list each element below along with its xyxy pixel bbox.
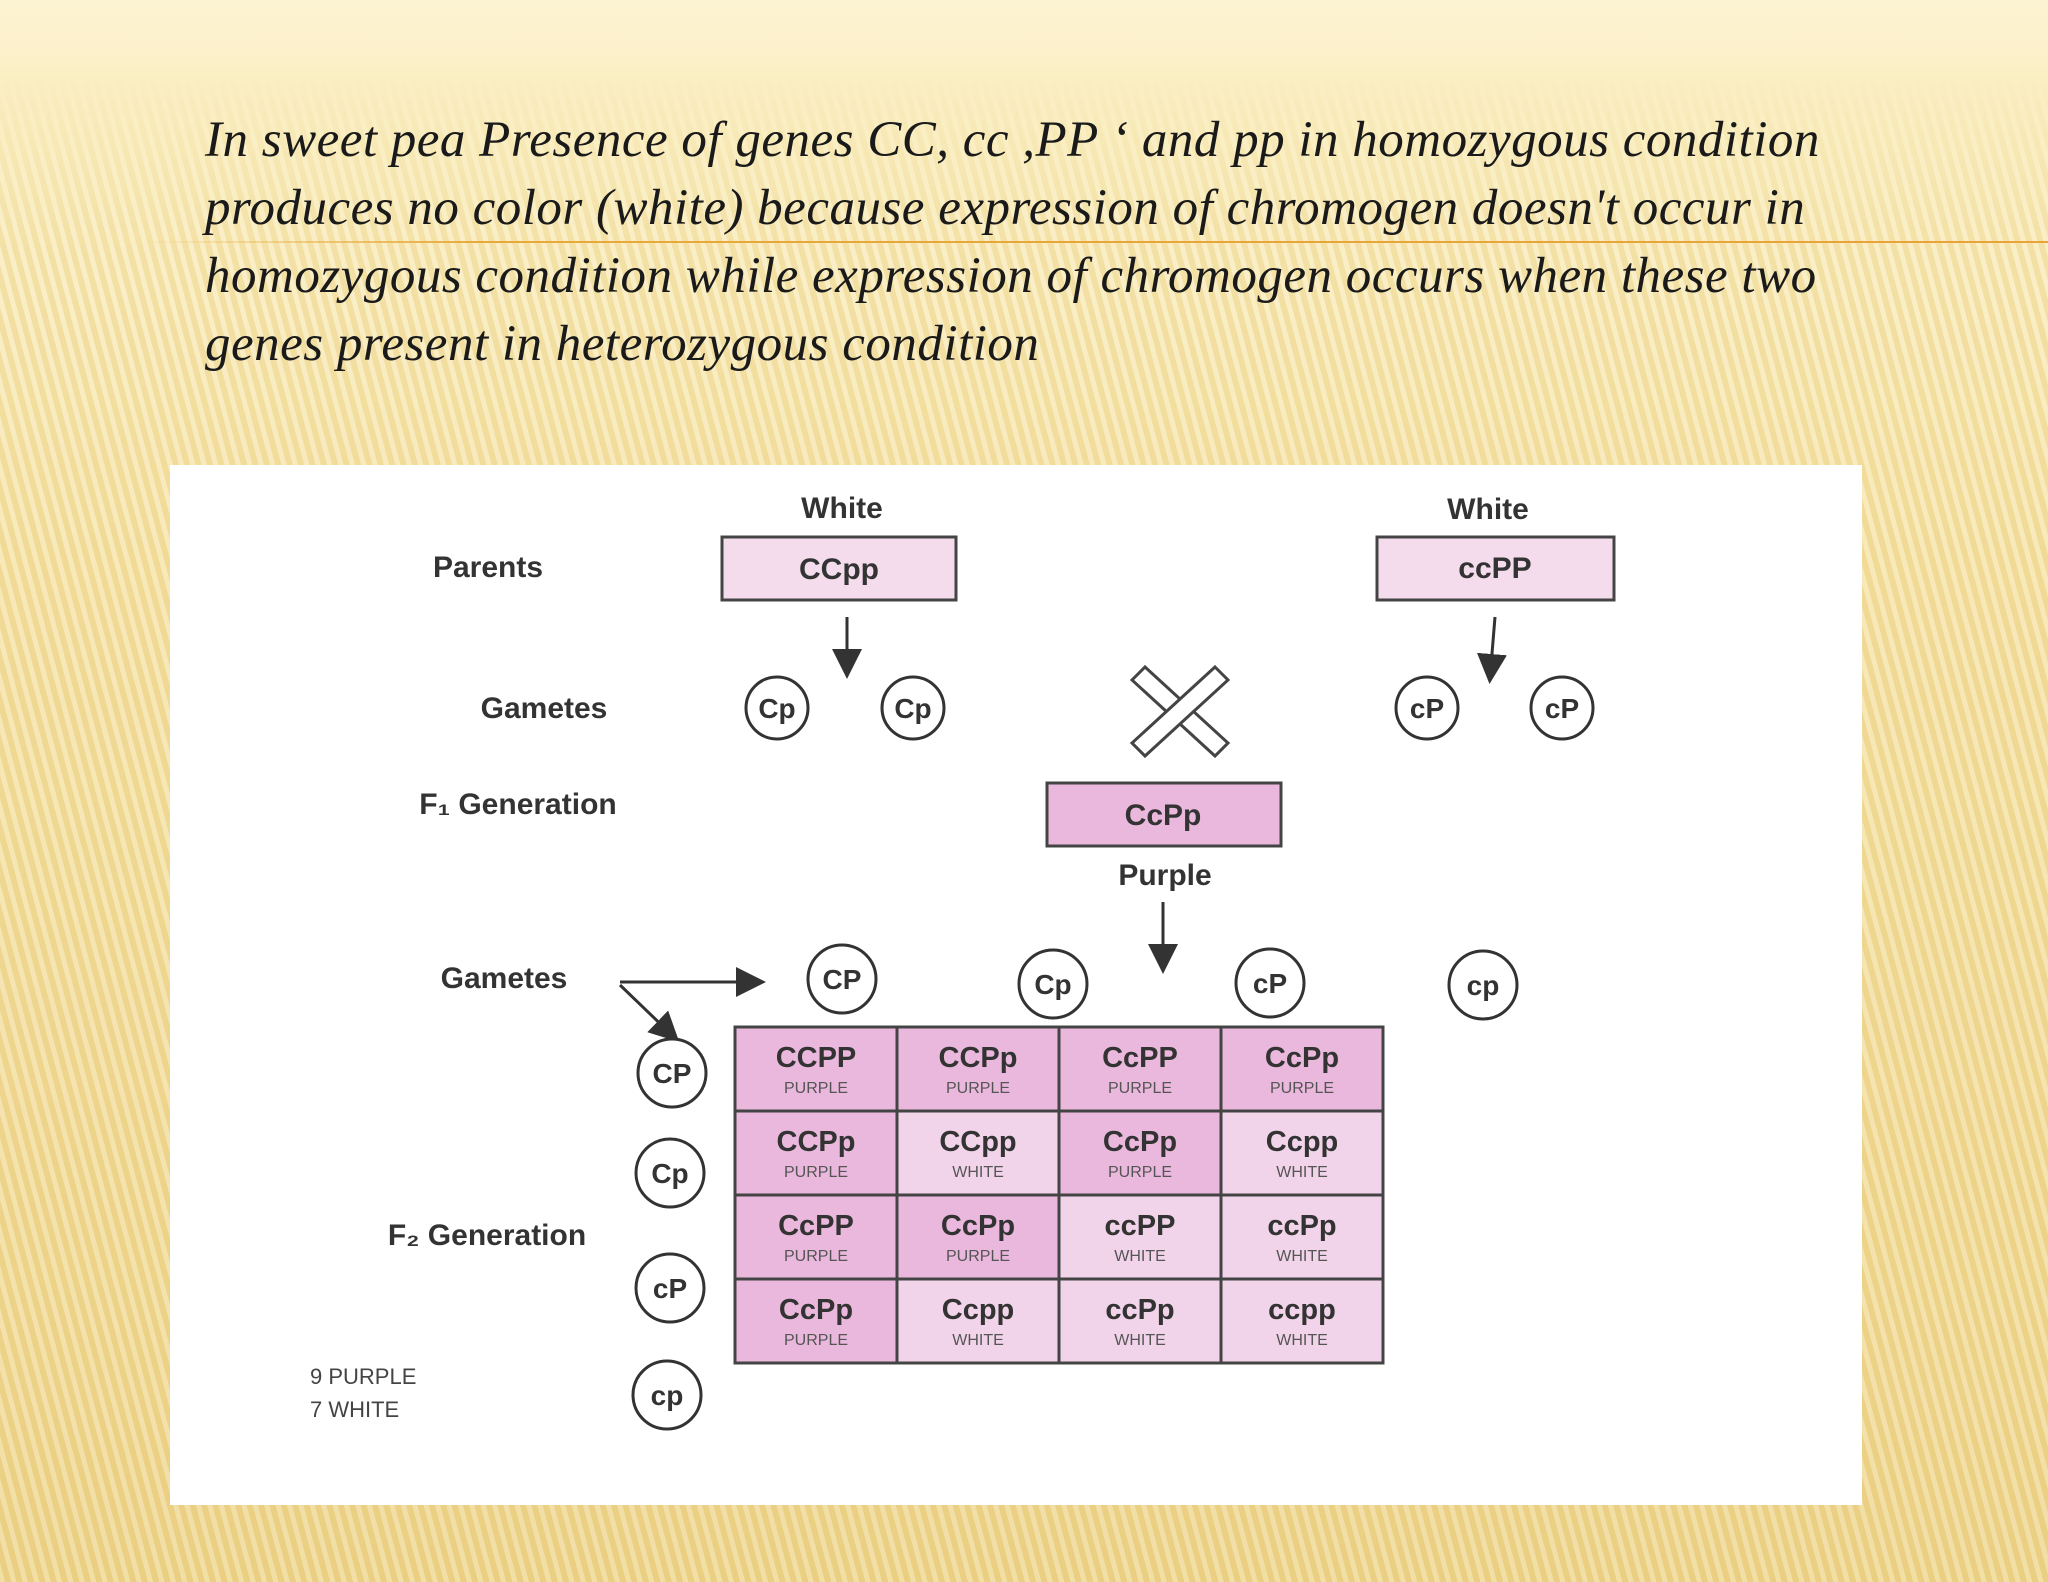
f1-box	[1045, 781, 1283, 848]
gamete-circle	[744, 675, 810, 741]
punnett-cell-genotype: CcPP	[1102, 1042, 1178, 1074]
punnett-cell	[1057, 1193, 1223, 1281]
punnett-cell-phenotype: WHITE	[1114, 1332, 1166, 1349]
punnett-cell	[1219, 1109, 1385, 1197]
row-gamete-circle	[631, 1359, 703, 1431]
punnett-cell-genotype: CcPP	[778, 1210, 854, 1242]
punnett-cell-genotype: ccPp	[1267, 1210, 1336, 1242]
f1-gamete-label: CP	[823, 964, 862, 995]
punnett-cell	[1219, 1277, 1385, 1365]
punnett-cell-genotype: ccpp	[1268, 1294, 1336, 1326]
punnett-cell-phenotype: WHITE	[1276, 1248, 1328, 1265]
punnett-cell-phenotype: PURPLE	[946, 1080, 1010, 1097]
punnett-cell	[1219, 1193, 1385, 1281]
punnett-cell	[733, 1025, 899, 1113]
punnett-cell	[733, 1109, 899, 1197]
f1-genotype: CcPp	[1125, 799, 1202, 832]
punnett-cell-phenotype: WHITE	[1114, 1248, 1166, 1265]
parent-left-phenotype: White	[801, 492, 883, 525]
f1-gamete-label: cp	[1467, 970, 1500, 1001]
row-gamete-label: cP	[653, 1273, 687, 1304]
punnett-cell	[1219, 1025, 1385, 1113]
parent-right-box	[1375, 535, 1616, 602]
punnett-cell-genotype: CCPP	[776, 1042, 857, 1074]
row-gamete-label: CP	[653, 1058, 692, 1089]
punnett-cell-phenotype: WHITE	[952, 1164, 1004, 1181]
f1-gametes-label: Gametes	[441, 962, 568, 995]
f1-phenotype: Purple	[1118, 859, 1211, 892]
punnett-cell-genotype: CcPp	[1103, 1126, 1177, 1158]
punnett-square: CCPPPURPLECCPpPURPLECcPPPURPLECcPpPURPLE…	[733, 1025, 1385, 1365]
punnett-cell-genotype: CcPp	[779, 1294, 853, 1326]
punnett-cell-genotype: CCpp	[939, 1126, 1016, 1158]
gamete-label: Cp	[758, 693, 795, 724]
slide-body-text: In sweet pea Presence of genes CC, cc ,P…	[205, 112, 1820, 372]
punnett-cell	[1057, 1277, 1223, 1365]
gamete-label: Cp	[894, 693, 931, 724]
ratio-purple: 9 PURPLE	[310, 1364, 416, 1389]
gamete-circle	[1394, 675, 1460, 741]
f1-gamete-circle	[1234, 947, 1306, 1019]
row-gamete-label: Cp	[651, 1158, 688, 1189]
diagram-panel: Parents White CCpp White ccPP Gametes Cp…	[170, 465, 1862, 1505]
cross-symbol	[1129, 664, 1231, 759]
row-gamete-circle	[634, 1137, 706, 1209]
punnett-cell	[895, 1277, 1061, 1365]
punnett-cell	[895, 1193, 1061, 1281]
punnett-cell-genotype: CcPp	[941, 1210, 1015, 1242]
dihybrid-cross-diagram: Parents White CCpp White ccPP Gametes Cp…	[310, 492, 1616, 1431]
gamete-circle	[880, 675, 946, 741]
punnett-cell-phenotype: PURPLE	[1270, 1080, 1334, 1097]
punnett-cell-phenotype: WHITE	[1276, 1332, 1328, 1349]
punnett-cell-phenotype: PURPLE	[784, 1332, 848, 1349]
punnett-cell-phenotype: PURPLE	[946, 1248, 1010, 1265]
punnett-cell-genotype: CCPp	[777, 1126, 856, 1158]
row-gamete-label: cp	[651, 1380, 684, 1411]
arrow-gametes-row	[618, 983, 680, 1043]
row-gamete-circle	[634, 1252, 706, 1324]
f1-gamete-label: cP	[1253, 968, 1287, 999]
punnett-cell-genotype: ccPp	[1105, 1294, 1174, 1326]
row-gamete-circle	[636, 1037, 708, 1109]
punnett-cell	[733, 1277, 899, 1365]
f1-gamete-circle	[1447, 949, 1519, 1021]
gametes-label: Gametes	[481, 692, 608, 725]
parent-right-genotype: ccPP	[1458, 552, 1531, 585]
f1-gamete-circle	[806, 943, 878, 1015]
f1-gamete-circle	[1017, 948, 1089, 1020]
punnett-cell-genotype: Ccpp	[942, 1294, 1015, 1326]
punnett-cell-genotype: CCPp	[939, 1042, 1018, 1074]
punnett-cell-phenotype: WHITE	[952, 1332, 1004, 1349]
gamete-label: cP	[1410, 693, 1444, 724]
top-band	[0, 0, 2048, 95]
punnett-cell-genotype: ccPP	[1105, 1210, 1176, 1242]
f1-gamete-label: Cp	[1034, 969, 1071, 1000]
punnett-cell-genotype: CcPp	[1265, 1042, 1339, 1074]
f1-label: F₁ Generation	[419, 788, 616, 821]
punnett-cell-phenotype: PURPLE	[1108, 1080, 1172, 1097]
punnett-cell-phenotype: PURPLE	[784, 1248, 848, 1265]
punnett-cell-phenotype: PURPLE	[784, 1080, 848, 1097]
accent-rule	[140, 241, 2048, 243]
parent-left-box	[720, 535, 958, 602]
punnett-cell-phenotype: PURPLE	[784, 1164, 848, 1181]
f2-label: F₂ Generation	[388, 1219, 586, 1252]
parent-left-genotype: CCpp	[799, 553, 879, 586]
ratio-white: 7 WHITE	[310, 1397, 399, 1422]
parents-label: Parents	[433, 551, 543, 584]
parent-right-phenotype: White	[1447, 493, 1529, 526]
gamete-label: cP	[1545, 693, 1579, 724]
punnett-cell-phenotype: PURPLE	[1108, 1164, 1172, 1181]
arrow-parent-right	[1477, 616, 1507, 684]
punnett-cell-phenotype: WHITE	[1276, 1164, 1328, 1181]
gamete-circle	[1529, 675, 1595, 741]
punnett-cell-genotype: Ccpp	[1266, 1126, 1339, 1158]
